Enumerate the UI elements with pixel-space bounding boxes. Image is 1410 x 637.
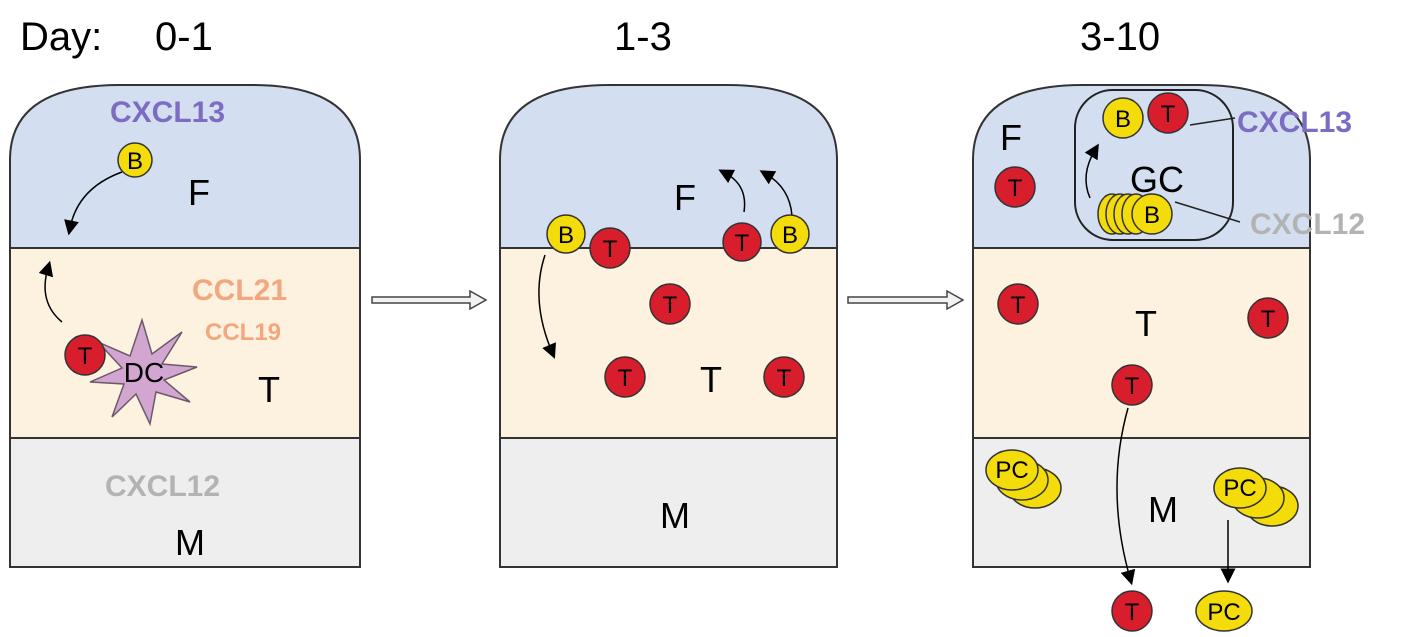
medulla-region bbox=[499, 437, 838, 568]
medulla-label: M bbox=[1148, 489, 1178, 530]
t-zone-label: T bbox=[1135, 303, 1157, 344]
cxcl12-label: CXCL12 bbox=[1250, 208, 1365, 241]
t-cell-label: T bbox=[1125, 599, 1140, 626]
t-cell-label: T bbox=[777, 365, 792, 392]
plasma-cell-label: PC bbox=[1207, 599, 1240, 626]
dendritic-cell: DC bbox=[89, 317, 198, 427]
follicle-region bbox=[499, 84, 838, 249]
leader-line bbox=[1174, 201, 1241, 223]
plasma-cell-label: PC bbox=[1223, 475, 1256, 502]
t-cell bbox=[64, 334, 106, 376]
t-zone-region bbox=[9, 247, 361, 439]
t-cell bbox=[994, 166, 1036, 208]
b-cell-label: B bbox=[782, 222, 798, 249]
plasma-cell-cluster: PC bbox=[1213, 467, 1299, 527]
stage3-title: 3-10 bbox=[1080, 15, 1160, 59]
leader-line bbox=[1189, 117, 1236, 126]
plasma-cell-cluster: PC bbox=[985, 449, 1062, 509]
t-cell-label: T bbox=[78, 343, 93, 370]
stage1-title: 0-1 bbox=[155, 15, 213, 59]
t-cell-label: T bbox=[735, 230, 750, 257]
migration-arrow bbox=[718, 169, 746, 213]
t-cell-label: T bbox=[1008, 175, 1023, 202]
t-cell-label: T bbox=[1125, 373, 1140, 400]
migration-arrow bbox=[759, 170, 793, 217]
day-label: Day: bbox=[20, 15, 102, 59]
b-cell-label: B bbox=[127, 148, 143, 175]
germinal-center-label: GC bbox=[1130, 159, 1184, 200]
t-zone-label: T bbox=[258, 369, 280, 410]
t-cell-label: T bbox=[1161, 101, 1176, 128]
plasma-cell-label: PC bbox=[995, 457, 1028, 484]
b-cell-label: B bbox=[558, 222, 574, 249]
medulla-region bbox=[9, 437, 361, 568]
t-cell-label: T bbox=[1011, 292, 1026, 319]
migration-arrow bbox=[1084, 143, 1099, 199]
t-cell bbox=[722, 222, 762, 262]
b-cell bbox=[546, 214, 586, 254]
t-cell bbox=[1147, 92, 1189, 134]
migration-arrow bbox=[64, 171, 123, 236]
cxcl13-label: CXCL13 bbox=[110, 96, 225, 129]
panel-day-1-3: F B T T B T T T T M bbox=[499, 84, 838, 568]
t-cell bbox=[763, 356, 805, 398]
panel-day-0-1: CXCL13 F B CCL21 CCL19 DC T T CXCL12 M bbox=[9, 84, 361, 568]
b-cell-label: B bbox=[1144, 202, 1160, 229]
dendritic-cell-label: DC bbox=[124, 357, 164, 388]
cxcl13-label: CXCL13 bbox=[1237, 106, 1352, 139]
t-zone-label: T bbox=[700, 359, 722, 400]
follicle-label: F bbox=[1000, 117, 1022, 158]
cxcl12-label: CXCL12 bbox=[105, 470, 220, 503]
follicle-label: F bbox=[674, 177, 696, 218]
stage2-title: 1-3 bbox=[614, 15, 672, 59]
ccl21-label: CCL21 bbox=[192, 274, 287, 307]
transition-arrow bbox=[371, 289, 488, 311]
follicle-region bbox=[972, 84, 1311, 249]
follicle-region bbox=[9, 84, 361, 249]
plasma-cell bbox=[1195, 590, 1253, 632]
b-cell bbox=[117, 142, 153, 178]
t-cell bbox=[1247, 297, 1289, 339]
t-cell-label: T bbox=[663, 292, 678, 319]
t-cell-label: T bbox=[1261, 306, 1276, 333]
b-cell-label: B bbox=[1115, 106, 1131, 133]
follicle-label: F bbox=[188, 172, 210, 213]
medulla-label: M bbox=[175, 522, 205, 563]
t-zone-region bbox=[499, 247, 838, 439]
migration-arrow bbox=[38, 260, 63, 323]
t-cell bbox=[997, 283, 1039, 325]
b-cell bbox=[1102, 97, 1144, 139]
t-zone-region bbox=[972, 247, 1311, 439]
migration-arrow bbox=[538, 254, 556, 359]
migration-arrow bbox=[1116, 407, 1136, 586]
medulla-label: M bbox=[660, 495, 690, 536]
b-cell bbox=[770, 214, 810, 254]
t-cell bbox=[649, 283, 691, 325]
t-cell-label: T bbox=[618, 365, 633, 392]
t-cell-label: T bbox=[603, 236, 618, 263]
ccl19-label: CCL19 bbox=[205, 319, 281, 346]
panel-day-3-10: F T GC B T B CXCL13 CXCL12 T T T T M bbox=[972, 84, 1365, 632]
b-cell-cluster: B bbox=[1097, 193, 1173, 235]
t-cell bbox=[604, 356, 646, 398]
transition-arrow bbox=[847, 289, 965, 311]
germinal-center bbox=[1074, 89, 1234, 241]
t-cell bbox=[589, 227, 631, 269]
t-cell bbox=[1111, 364, 1153, 406]
t-cell bbox=[1111, 590, 1153, 632]
